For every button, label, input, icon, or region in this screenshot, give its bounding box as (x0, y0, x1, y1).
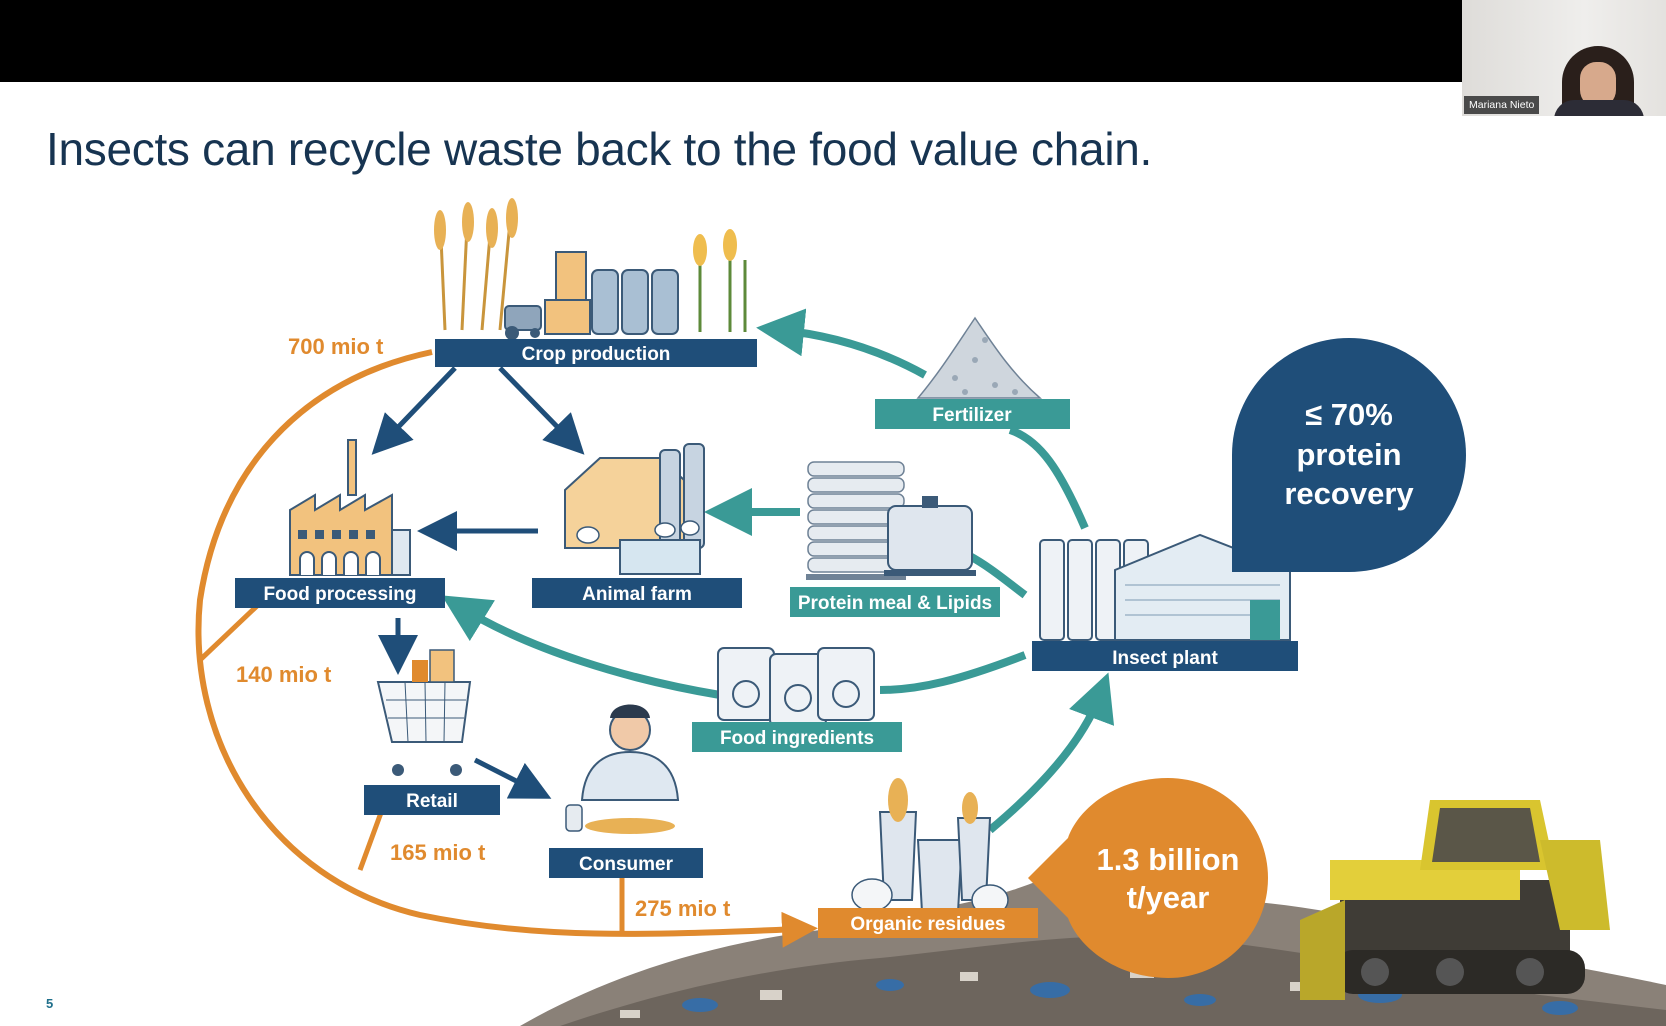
node-food-processing: Food processing (235, 578, 445, 608)
feed-sacks-icon (806, 461, 906, 580)
protein-recovery-line1: ≤ 70% (1305, 397, 1393, 432)
waste-retail-amount: 165 mio t (390, 840, 486, 865)
video-top-bar (0, 0, 1666, 82)
protein-recovery-line2: protein (1296, 437, 1401, 472)
waste-amount-line1: 1.3 billion (1097, 842, 1240, 877)
protein-recovery-line3: recovery (1284, 476, 1414, 511)
waste-processing-amount: 140 mio t (236, 662, 332, 687)
factory-icon (289, 439, 411, 576)
label-consumer: Consumer (579, 854, 674, 875)
waste-amount-line2: t/year (1127, 880, 1210, 915)
waste-flow-lines (195, 349, 818, 948)
slide-page-number: 5 (46, 996, 54, 1011)
farm-crops-icon (434, 198, 747, 340)
waste-crop-amount: 700 mio t (288, 334, 384, 359)
label-insect-plant: Insect plant (1112, 648, 1218, 669)
node-fertilizer: Fertilizer (875, 399, 1070, 429)
pellet-pile-icon (916, 316, 1043, 399)
bulldozer-icon (1300, 800, 1610, 1000)
node-crop-production: Crop production (435, 339, 757, 367)
tank-icon (884, 496, 976, 576)
node-insect-plant: Insect plant (1032, 641, 1298, 671)
shopping-cart-icon (376, 649, 472, 776)
node-food-ingredients: Food ingredients (692, 722, 902, 752)
supply-chain-arrows (371, 366, 585, 799)
node-animal-farm: Animal farm (532, 578, 742, 608)
consumer-icon (565, 704, 680, 834)
label-food-processing: Food processing (263, 584, 416, 605)
node-protein-meal-lipids: Protein meal & Lipids (790, 587, 1000, 617)
participant-shirt (1554, 100, 1644, 116)
label-organic-residues: Organic residues (850, 914, 1005, 935)
label-protein-meal-lipids: Protein meal & Lipids (798, 593, 992, 614)
waste-amount-callout: 1.3 billion t/year (1028, 778, 1268, 978)
label-fertilizer: Fertilizer (932, 405, 1012, 426)
webcam-thumbnail[interactable]: Mariana Nieto (1462, 0, 1666, 116)
ingredient-bags-icon (717, 647, 875, 727)
waste-consumer-amount: 275 mio t (635, 896, 731, 921)
slide-title: Insects can recycle waste back to the fo… (46, 123, 1153, 175)
label-food-ingredients: Food ingredients (720, 728, 874, 749)
node-consumer: Consumer (549, 848, 703, 878)
node-retail: Retail (364, 785, 500, 815)
label-retail: Retail (406, 791, 458, 812)
garbage-bins-icon (851, 778, 1009, 916)
participant-name-tag: Mariana Nieto (1464, 96, 1540, 114)
insect-recycling-arrows (441, 308, 1115, 834)
node-organic-residues: Organic residues (818, 908, 1038, 938)
label-crop-production: Crop production (522, 344, 671, 365)
label-animal-farm: Animal farm (582, 584, 692, 605)
barn-icon (564, 443, 705, 575)
protein-recovery-callout: ≤ 70% protein recovery (1232, 338, 1466, 572)
